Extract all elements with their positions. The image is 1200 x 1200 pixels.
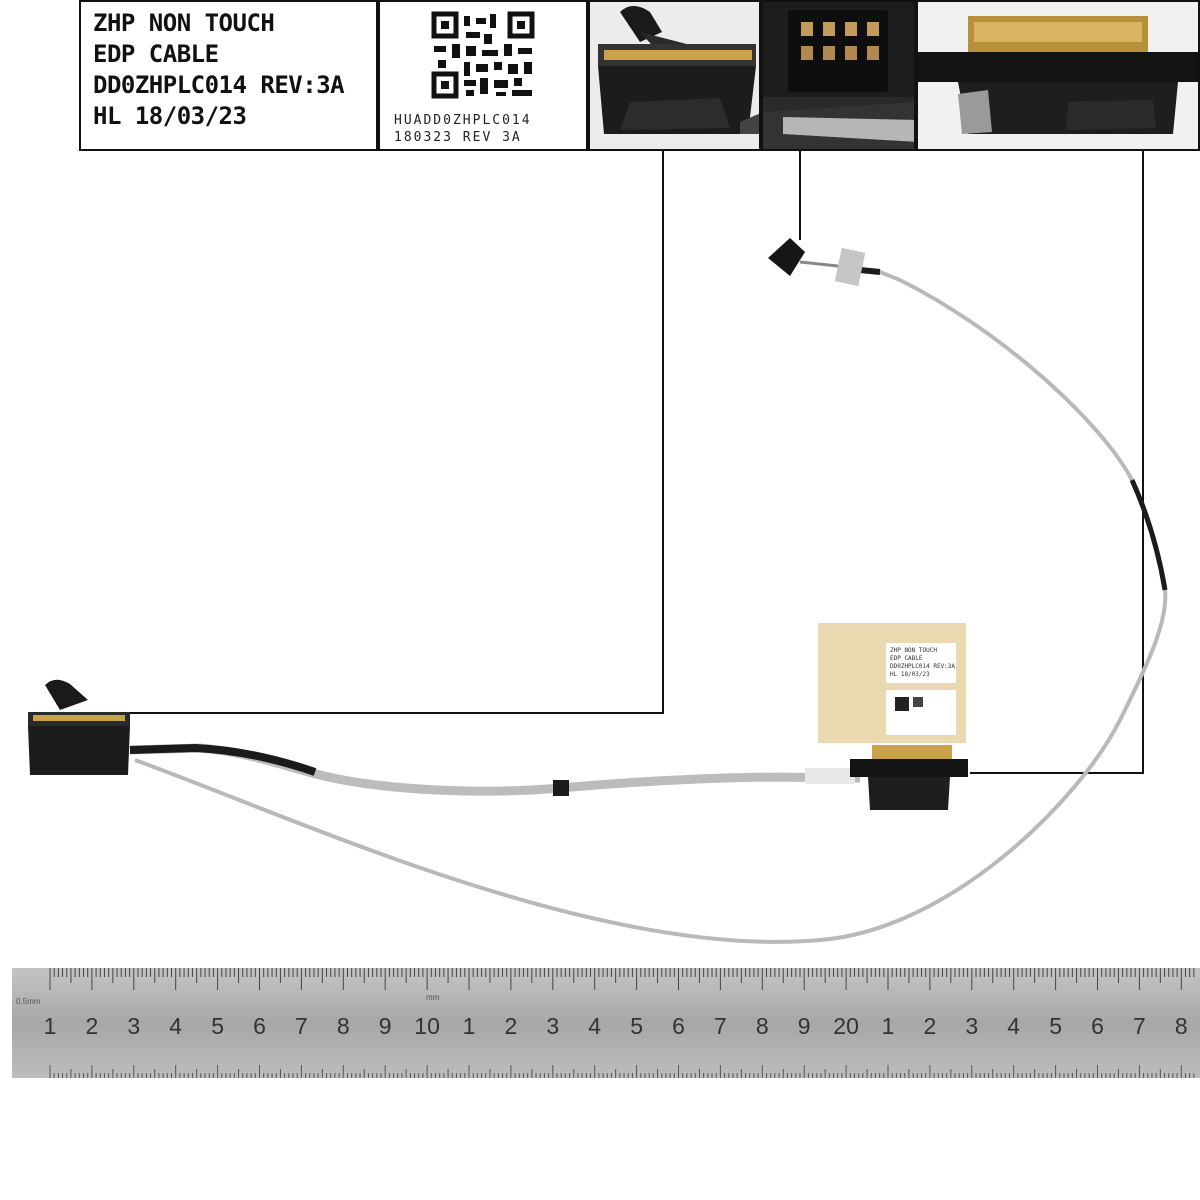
ruler-number: 10 (414, 1013, 440, 1039)
ruler-number: 9 (798, 1013, 811, 1039)
ruler-number: 8 (337, 1013, 350, 1039)
qr-code-image (431, 11, 535, 99)
cable-sticker-label: ZHP NON TOUCH EDP CABLE DD0ZHPLC014 REV:… (818, 623, 966, 743)
ruler-number: 20 (833, 1013, 859, 1039)
ruler-number: 5 (211, 1013, 224, 1039)
board-connector (768, 238, 866, 287)
label-line-model: ZHP NON TOUCH (93, 9, 275, 37)
black-sleeve (1129, 478, 1168, 591)
ruler-number: 7 (714, 1013, 727, 1039)
grey-wire-loop (134, 589, 1168, 944)
qr-label-panel: HUADD0ZHPLC014 180323 REV 3A (378, 0, 588, 151)
ruler-number: 1 (882, 1013, 895, 1039)
ruler-number: 1 (463, 1013, 476, 1039)
ruler-number: 5 (630, 1013, 643, 1039)
svg-text:ZHP NON TOUCH: ZHP NON TOUCH (890, 647, 937, 654)
ruler-number: 6 (1091, 1013, 1104, 1039)
ruler-number: 2 (86, 1013, 99, 1039)
ruler-number: 3 (965, 1013, 978, 1039)
ruler-number: 4 (588, 1013, 601, 1039)
ruler-number: 5 (1049, 1013, 1062, 1039)
ruler-graphic: 0.5mm mm 1 2 3 4 5 6 7 8 9 10 1 2 3 4 5 6 7 8 9 20 1 2 3 4 5 6 7 8 (12, 968, 1200, 1078)
ruler-number: 2 (924, 1013, 937, 1039)
lcd-connector (28, 679, 130, 775)
svg-text:EDP CABLE: EDP CABLE (890, 655, 923, 662)
label-line-date: HL 18/03/23 (93, 102, 247, 130)
mainboard-connector-photo (916, 0, 1200, 151)
ruler-unit-label: mm (426, 993, 440, 1002)
board-connector-photo (761, 0, 916, 151)
ruler-number: 9 (379, 1013, 392, 1039)
callout-line-lcd (130, 151, 664, 714)
ruler-number: 8 (756, 1013, 769, 1039)
grey-wire-upper (879, 270, 1134, 481)
qr-label-code: HUADD0ZHPLC014 (394, 113, 532, 128)
lcd-connector-photo (588, 0, 761, 151)
ruler-number: 7 (295, 1013, 308, 1039)
ruler-number: 7 (1133, 1013, 1146, 1039)
ruler-number: 6 (672, 1013, 685, 1039)
qr-label-rev: 180323 REV 3A (394, 130, 522, 145)
ruler-number: 1 (44, 1013, 57, 1039)
ruler-number: 2 (505, 1013, 518, 1039)
ruler-number: 6 (253, 1013, 266, 1039)
measuring-ruler: 0.5mm mm 1 2 3 4 5 6 7 8 9 10 1 2 3 4 5 6 7 8 9 20 1 2 3 4 5 6 7 8 (12, 968, 1200, 1078)
product-label-panel: ZHP NON TOUCH EDP CABLE DD0ZHPLC014 REV:… (79, 0, 378, 151)
ruler-unit-fine: 0.5mm (16, 997, 41, 1006)
ruler-number: 4 (1007, 1013, 1020, 1039)
ruler-number: 3 (127, 1013, 140, 1039)
ruler-number: 4 (169, 1013, 182, 1039)
label-line-part: DD0ZHPLC014 REV:3A (93, 71, 345, 99)
ruler-number: 8 (1175, 1013, 1188, 1039)
svg-text:DD0ZHPLC014 REV:3A: DD0ZHPLC014 REV:3A (890, 663, 955, 670)
mainboard-connector (805, 745, 968, 810)
svg-text:HL 18/03/23: HL 18/03/23 (890, 671, 930, 678)
ruler-number: 3 (546, 1013, 559, 1039)
callout-line-mainboard (970, 151, 1144, 774)
label-line-type: EDP CABLE (93, 40, 219, 68)
